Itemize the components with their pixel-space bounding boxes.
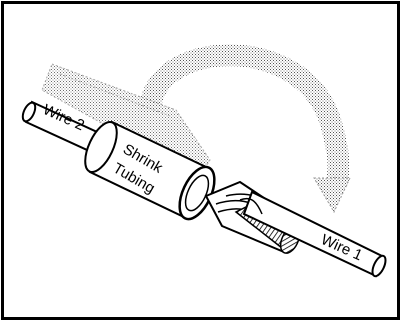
wire-1 [239,190,387,278]
shrink-tubing [84,120,216,221]
motion-arrow [139,44,351,214]
